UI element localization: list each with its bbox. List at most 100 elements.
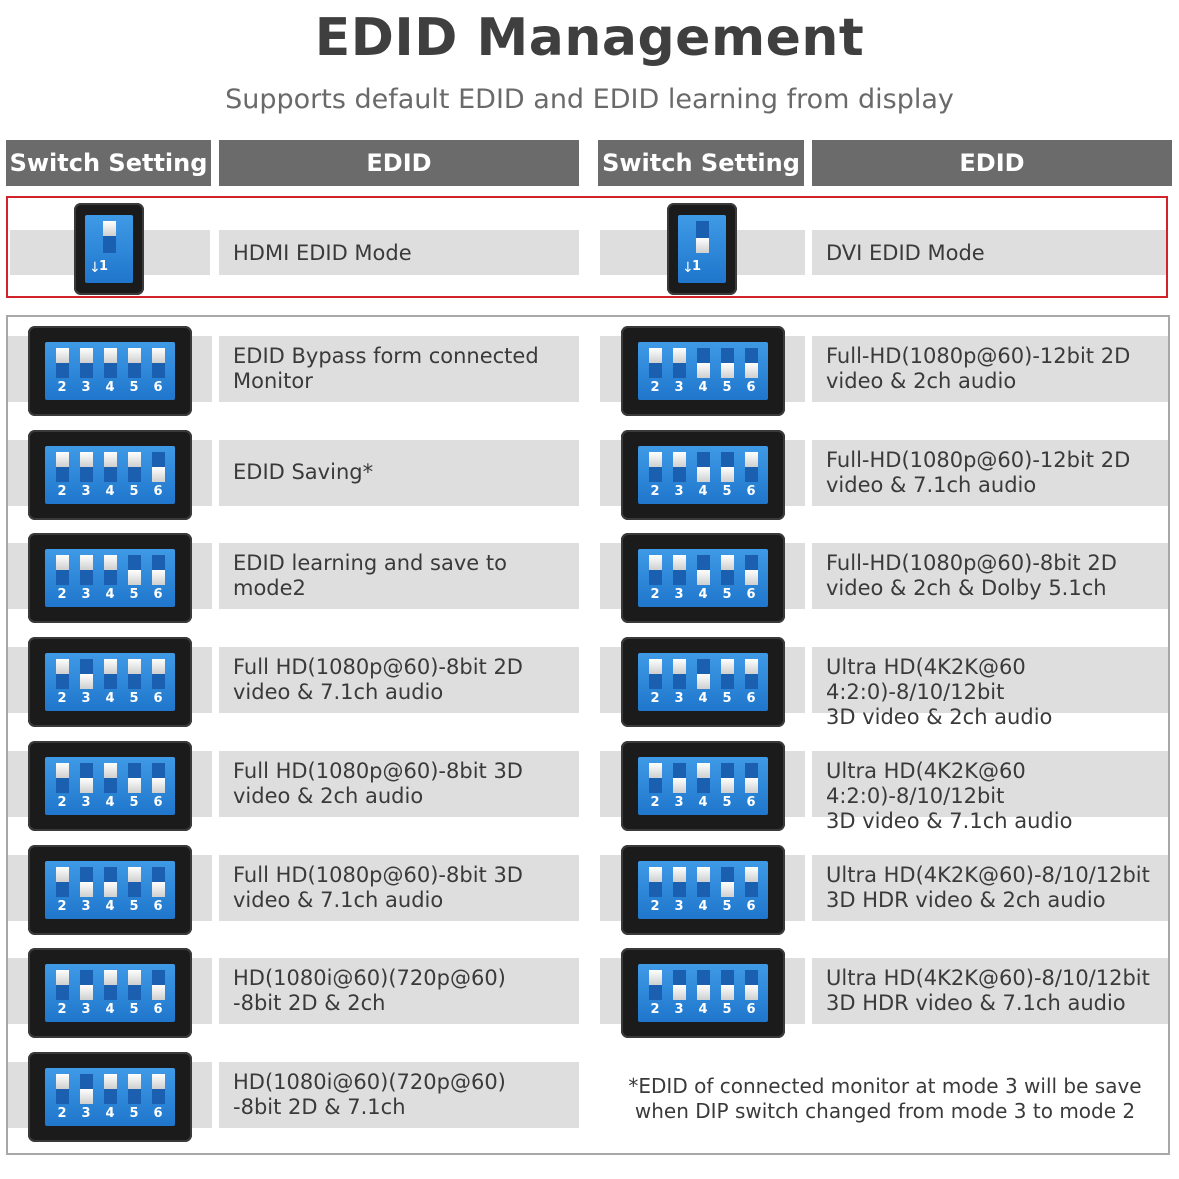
dip-number: 4 [698, 483, 708, 499]
switch-on [128, 1073, 141, 1089]
dip-slot [56, 1073, 69, 1104]
dip-number: 4 [698, 691, 708, 707]
dip-slot [152, 1073, 165, 1104]
dip-number: 3 [674, 1002, 684, 1018]
edid-description-line: 3D video & 2ch audio [826, 705, 1053, 730]
dip-number: 5 [129, 1105, 139, 1121]
switch-off [697, 674, 710, 690]
switch-off [80, 777, 93, 793]
dip-slot [80, 866, 93, 897]
dip-slot [745, 866, 758, 897]
edid-description-line: 3D video & 7.1ch audio [826, 808, 1073, 833]
switch-off [80, 674, 93, 690]
dip-number: 2 [57, 898, 67, 914]
switch-on [649, 970, 662, 986]
dip-number: 4 [105, 691, 115, 707]
dip-slot [104, 348, 117, 378]
edid-description-line: HD(1080i@60)(720p@60) [233, 1069, 506, 1094]
switch-off [745, 985, 758, 1001]
edid-description-line: EDID Saving* [233, 460, 374, 485]
dip-slot [697, 866, 710, 897]
header-edid-left: EDID [219, 140, 579, 186]
dip-slot [152, 451, 165, 482]
dip-slot [649, 348, 662, 378]
switch-off [697, 466, 710, 482]
dip-switch-body: 1↓ [85, 215, 133, 283]
dip-number: 2 [57, 1002, 67, 1018]
dip-slot [128, 1073, 141, 1104]
switch-on [104, 970, 117, 986]
edid-description-line: 3D HDR video & 7.1ch audio [826, 991, 1126, 1016]
dip-number: 6 [153, 587, 163, 603]
switch-on [673, 451, 686, 467]
switch-on [649, 659, 662, 675]
dip-slot [152, 659, 165, 690]
switch-on [56, 970, 69, 986]
edid-description-line: -8bit 2D & 7.1ch [233, 1094, 406, 1119]
dip-slot [673, 866, 686, 897]
dip-slot [697, 762, 710, 793]
dip-number: 5 [722, 587, 732, 603]
dip-slot [745, 348, 758, 378]
switch-off [80, 985, 93, 1001]
switch-off [721, 363, 734, 378]
switch-off [745, 570, 758, 586]
switch-off [745, 363, 758, 378]
dip-number: 6 [153, 898, 163, 914]
switch-on [697, 762, 710, 778]
switch-on [649, 762, 662, 778]
dip-slot [104, 659, 117, 690]
dip-number: 6 [746, 380, 756, 395]
dip-number: 2 [57, 691, 67, 707]
switch-on [56, 348, 69, 363]
switch-on [649, 451, 662, 467]
dip-number: 5 [722, 380, 732, 395]
edid-description-line: 3D HDR video & 2ch audio [826, 887, 1106, 912]
dip-slot [721, 451, 734, 482]
dip-number: 6 [746, 691, 756, 707]
edid-table-frame [6, 315, 1170, 1155]
row-desc-band [812, 854, 1168, 921]
switch-on [745, 451, 758, 467]
row-desc-band [812, 543, 1168, 610]
dip-slot [56, 555, 69, 586]
dip-slot [128, 762, 141, 793]
switch-off [673, 985, 686, 1001]
dip-number: 3 [81, 898, 91, 914]
switch-on [104, 348, 117, 363]
dip-slot [745, 970, 758, 1001]
dip-slot [152, 555, 165, 586]
switch-off [128, 777, 141, 793]
dip-number: 4 [105, 380, 115, 395]
dip-slot [721, 555, 734, 586]
switch-on [56, 762, 69, 778]
dip-number: 6 [746, 794, 756, 810]
dip-slot [721, 762, 734, 793]
dip-number: 6 [153, 1002, 163, 1018]
dip-number: 6 [153, 380, 163, 395]
edid-description-line: Ultra HD(4K2K@60)-8/10/12bit [826, 862, 1150, 887]
down-arrow-icon: ↓ [89, 260, 101, 276]
dip-slot [673, 451, 686, 482]
dip-slot [721, 970, 734, 1001]
dip-slot [80, 970, 93, 1001]
row-desc-band [812, 439, 1168, 506]
row-desc-band [219, 543, 579, 610]
dip-slot [745, 555, 758, 586]
